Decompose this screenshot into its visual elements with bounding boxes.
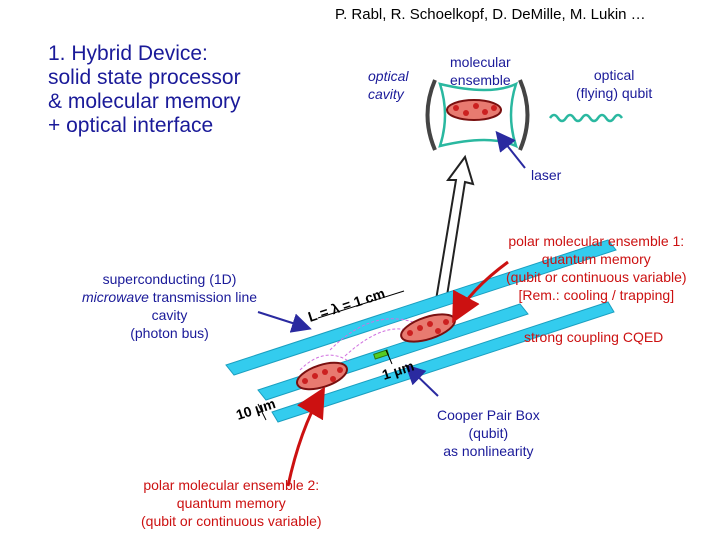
flying-qubit-wave bbox=[548, 113, 624, 123]
authors: P. Rabl, R. Schoelkopf, D. DeMille, M. L… bbox=[335, 6, 646, 23]
width-dimension bbox=[257, 403, 267, 421]
ensemble-2-arrow bbox=[286, 386, 326, 487]
molecular-ensemble-cavity bbox=[446, 99, 502, 121]
strong-coupling-label: strong coupling CQED bbox=[524, 329, 664, 345]
length-dimension bbox=[317, 290, 405, 319]
title-line: + optical interface bbox=[48, 114, 214, 137]
molecular-ensemble-2 bbox=[296, 361, 348, 391]
transmission-line-label: superconducting (1D) microwave transmiss… bbox=[82, 271, 258, 341]
polar-ensemble-2-label: polar molecular ensemble 2: quantum memo… bbox=[141, 477, 322, 529]
optical-cavity-label: optical cavity bbox=[368, 68, 409, 102]
transmission-line-arrow bbox=[257, 311, 312, 333]
polar-ensemble-1-label: polar molecular ensemble 1: quantum memo… bbox=[506, 233, 687, 303]
page-title: 1. Hybrid Device: solid state processor … bbox=[48, 42, 241, 138]
title-line: & molecular memory bbox=[48, 90, 241, 113]
title-line: 1. Hybrid Device: bbox=[48, 42, 208, 65]
transfer-arrow bbox=[434, 154, 475, 304]
molecular-ensemble-1 bbox=[400, 313, 456, 343]
width-dimension-label: 10 μm bbox=[234, 395, 277, 423]
laser-label: laser bbox=[531, 167, 562, 183]
title-line: solid state processor bbox=[48, 66, 241, 89]
cooper-pair-box-label: Cooper Pair Box (qubit) as nonlinearity bbox=[437, 407, 540, 459]
molecular-ensemble-label: molecular ensemble bbox=[450, 54, 511, 88]
cooper-pair-box-arrow bbox=[405, 364, 439, 397]
ensemble-1-arrow bbox=[452, 260, 509, 324]
gap-dimension bbox=[385, 349, 393, 365]
laser-arrow bbox=[495, 130, 526, 169]
optical-qubit-label: optical (flying) qubit bbox=[576, 67, 653, 101]
cooper-pair-box bbox=[373, 349, 390, 360]
